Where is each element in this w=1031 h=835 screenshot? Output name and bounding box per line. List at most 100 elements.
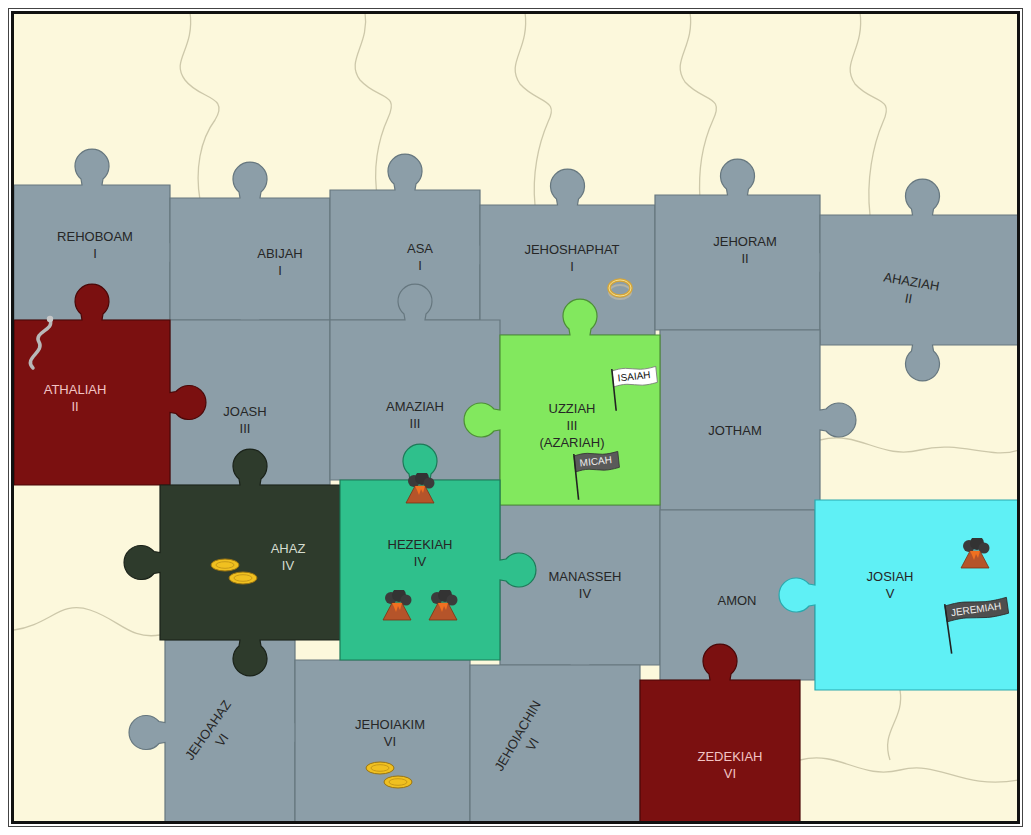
king-name: III [386, 415, 444, 432]
king-name: ABIJAH [257, 245, 303, 262]
cut-line [888, 690, 901, 760]
king-name: II [713, 250, 777, 267]
flag-pole [574, 454, 579, 500]
king-name: IV [549, 585, 622, 602]
snake-body [30, 320, 50, 368]
king-name: V [867, 585, 914, 602]
king-name: JEHOSHAPHAT [524, 241, 619, 258]
king-name: I [57, 245, 133, 262]
coin-rim [234, 575, 252, 582]
coins-icon [211, 559, 257, 584]
coin-rim [389, 779, 407, 786]
king-name: AHAZ [271, 540, 306, 557]
king-name: JEHOIAKIM [355, 716, 425, 733]
snake-head [47, 316, 53, 322]
coin-rim [216, 562, 234, 569]
king-name: ZEDEKIAH [697, 748, 762, 765]
king-name: (AZARIAH) [540, 434, 605, 451]
king-name: JOTHAM [708, 422, 761, 439]
king-name: I [524, 258, 619, 275]
volcano-icon [406, 471, 435, 503]
picture-frame [13, 13, 1019, 823]
piece-label: AMAZIAHIII [386, 398, 444, 432]
cut-line [800, 758, 1019, 782]
piece-label: ATHALIAHII [44, 381, 107, 415]
flag-pole [612, 369, 616, 411]
coin-rim [371, 765, 389, 772]
cut-line [850, 12, 886, 215]
piece-outline [779, 500, 1020, 690]
ring-band [609, 280, 631, 296]
king-name: III [223, 420, 266, 437]
piece-label: AMON [718, 592, 757, 609]
king-name: REHOBOAM [57, 228, 133, 245]
king-name: AMAZIAH [386, 398, 444, 415]
piece-label: JEHORAMII [713, 233, 777, 267]
flag-cloth [574, 450, 620, 473]
snake-icon [30, 316, 53, 368]
king-name: II [44, 398, 107, 415]
coin [229, 572, 257, 584]
king-name: ASA [407, 240, 433, 257]
prophet-flag: ISAIAH [612, 366, 657, 387]
coins-icon [366, 762, 412, 788]
cut-line [680, 12, 716, 200]
king-name: IV [271, 557, 306, 574]
piece-outline [340, 444, 536, 660]
ring-shadow [609, 285, 631, 299]
piece-label: UZZIAHIII(AZARIAH) [540, 400, 605, 451]
gold-ring [609, 280, 631, 299]
piece-label: JOSIAHV [867, 568, 914, 602]
prophet-flag: MICAH [574, 451, 619, 472]
volcano-icon [429, 588, 458, 620]
piece-label: ABIJAHI [257, 245, 303, 279]
puzzle-piece: HEZEKIAHIV [300, 440, 540, 700]
piece-outline [124, 449, 340, 676]
king-name: I [407, 257, 433, 274]
piece-label: ASAI [407, 240, 433, 274]
king-name: III [540, 417, 605, 434]
cut-line [820, 438, 1019, 453]
volcano-icon [383, 588, 412, 620]
king-name: ATHALIAH [44, 381, 107, 398]
picture-frame-outer [9, 9, 1023, 827]
cut-line [180, 12, 219, 200]
piece-outline [640, 644, 800, 825]
piece-outline [660, 330, 856, 510]
king-name: VI [697, 765, 762, 782]
piece-label: AHAZIV [271, 540, 306, 574]
piece-label: REHOBOAMI [57, 228, 133, 262]
piece-outline [470, 665, 640, 825]
flag-cloth [945, 596, 1009, 623]
king-name: I [257, 262, 303, 279]
piece-shape [300, 440, 540, 700]
king-name: AMON [718, 592, 757, 609]
flag-cloth [612, 365, 658, 388]
king-name: JOASH [223, 403, 266, 420]
volcano-icon [961, 536, 990, 568]
king-name: UZZIAH [540, 400, 605, 417]
piece-label: MANASSEHIV [549, 568, 622, 602]
ring-shine [609, 280, 631, 296]
coin [384, 776, 412, 788]
puzzle-piece: JOSIAHVJEREMIAH [775, 460, 1031, 730]
king-name: MANASSEH [549, 568, 622, 585]
puzzle-piece: ZEDEKIAHVI [600, 640, 840, 835]
piece-label: JEHOSHAPHATI [524, 241, 619, 275]
piece-outline [464, 299, 660, 505]
piece-shape [775, 460, 1031, 730]
piece-shape [600, 640, 840, 835]
cut-line [515, 12, 551, 205]
piece-label: ZEDEKIAHVI [697, 748, 762, 782]
piece-label: JOASHIII [223, 403, 266, 437]
piece-label: JEHOIAKIMVI [355, 716, 425, 750]
cut-line [355, 12, 391, 200]
piece-outline [820, 179, 1025, 381]
cut-line [14, 608, 160, 636]
king-name: VI [355, 733, 425, 750]
piece-outline [295, 660, 470, 825]
